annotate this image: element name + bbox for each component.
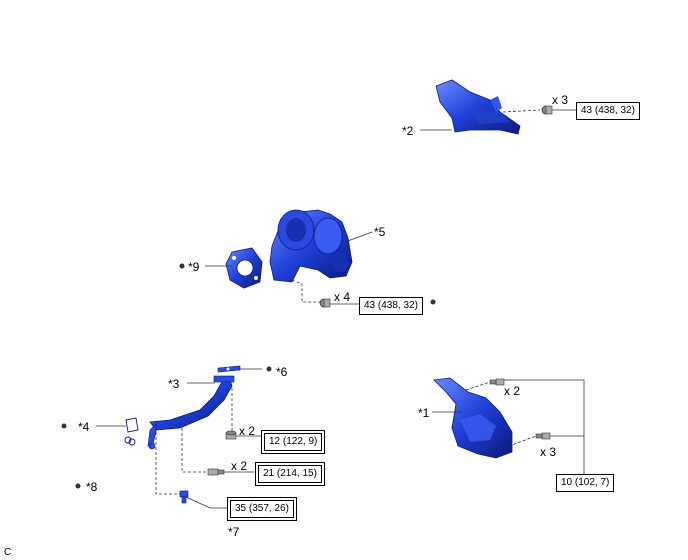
dash-line-cover-lower [503,435,537,449]
callout-c6: *6 [276,365,288,379]
dash-line-union-bolt [155,432,182,495]
callout-c3: *3 [168,377,180,391]
union-bolt [179,490,189,504]
callout-c5: *5 [374,225,386,239]
torque-turbo: 43 (438, 32) [359,297,423,315]
c4-bullet [61,423,67,429]
callout-c2: *2 [402,124,414,138]
turbo-oil-pipe-part [147,375,235,450]
cover-bolt-upper [489,378,505,386]
torque-cover: 10 (102, 7) [556,474,615,492]
leader-union-bolt-torque [185,496,228,509]
callout-c9: *9 [188,260,200,274]
qty-turbo-nut: x 4 [334,290,351,304]
torque-pipe-bolt: 21 (214, 15) [255,462,325,486]
turbo-nut [319,298,331,308]
qty-pipe-nut: x 2 [239,424,256,438]
dash-line-cover-upper [465,381,491,391]
qty-heat-insulator: x 3 [552,93,569,107]
torque-pipe-nut: 12 (122, 9) [260,430,326,454]
callout-c4: *4 [78,420,90,434]
turbocharger-part [269,209,353,283]
pipe-gasket-small [217,365,241,373]
leader-cover-upper [504,379,585,474]
corner-label: C [4,547,12,558]
turbo-torque-bullet [430,299,436,305]
heat-insulator-nut [541,105,553,115]
c6-bullet [266,366,272,372]
pipe-bolt [207,468,225,476]
qty-pipe-bolt: x 2 [231,459,248,473]
dash-line-turbo [291,279,320,303]
torque-union-bolt: 35 (357, 26) [227,497,297,521]
callout-c8: *8 [86,480,98,494]
cover-bolt-lower [535,432,551,440]
callout-c7: *7 [228,525,240,539]
leader-c5 [344,231,373,243]
qty-cover-bolt-upper: x 2 [504,384,521,398]
c8-bullet [75,483,81,489]
qty-cover-bolt-lower: x 3 [540,445,557,459]
c9-bullet [179,263,185,269]
pipe-flange-gasket [124,417,139,446]
turbo-gasket-part [225,247,263,289]
pipe-nut [225,430,237,440]
callout-c1: *1 [418,406,430,420]
dash-line-insulator [502,109,541,113]
exhaust-manifold-insulator-part [433,377,513,459]
torque-heat-insulator: 43 (438, 32) [576,102,640,120]
dash-line-pipe-bolt [181,428,208,473]
turbo-heat-insulator-part [435,79,521,135]
